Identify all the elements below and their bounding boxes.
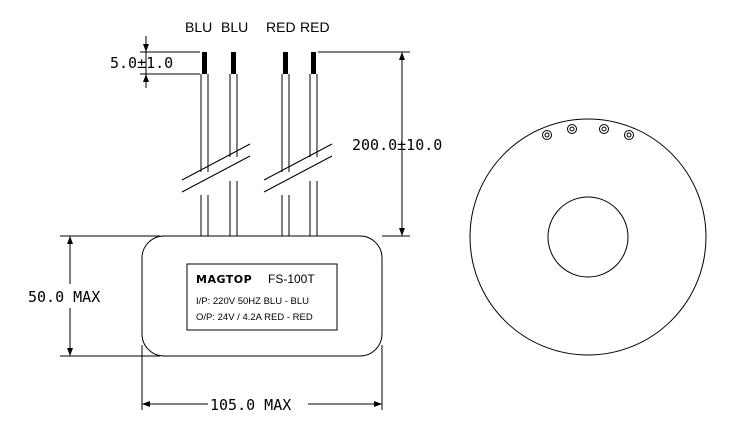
wire-label-red-1: RED — [266, 19, 296, 35]
lead-length-dimension — [318, 51, 410, 237]
nameplate-output: O/P: 24V / 4.2A RED - RED — [196, 312, 313, 323]
nameplate — [186, 263, 338, 331]
lead-exit-holes — [542, 124, 634, 140]
strip-dimension — [140, 36, 200, 88]
transformer-body — [141, 235, 383, 357]
strip-dimension-label: 5.0±1.0 — [110, 54, 173, 72]
side-view: BLU BLU RED RED — [28, 19, 442, 414]
toroid-outer-ring — [469, 118, 707, 356]
nameplate-model: FS-100T — [268, 272, 315, 286]
wire-label-blu-1: BLU — [185, 19, 212, 35]
height-dimension-label: 50.0 MAX — [28, 288, 100, 306]
wire-blu-2 — [229, 52, 238, 236]
width-dimension-label: 105.0 MAX — [210, 396, 291, 414]
wire-break-marks — [181, 143, 333, 193]
height-dimension — [60, 235, 160, 357]
wire-blu-1 — [200, 52, 209, 236]
width-dimension — [141, 345, 383, 410]
toroid-center-hole — [547, 196, 629, 278]
lead-length-label: 200.0±10.0 — [352, 136, 442, 154]
nameplate-input: I/P: 220V 50HZ BLU - BLU — [196, 296, 309, 307]
nameplate-brand: MAGTOP — [196, 273, 252, 286]
wire-red-1 — [281, 52, 290, 236]
top-view — [469, 118, 707, 356]
wire-label-red-2: RED — [300, 19, 330, 35]
wire-label-blu-2: BLU — [221, 19, 248, 35]
wire-red-2 — [309, 52, 318, 236]
